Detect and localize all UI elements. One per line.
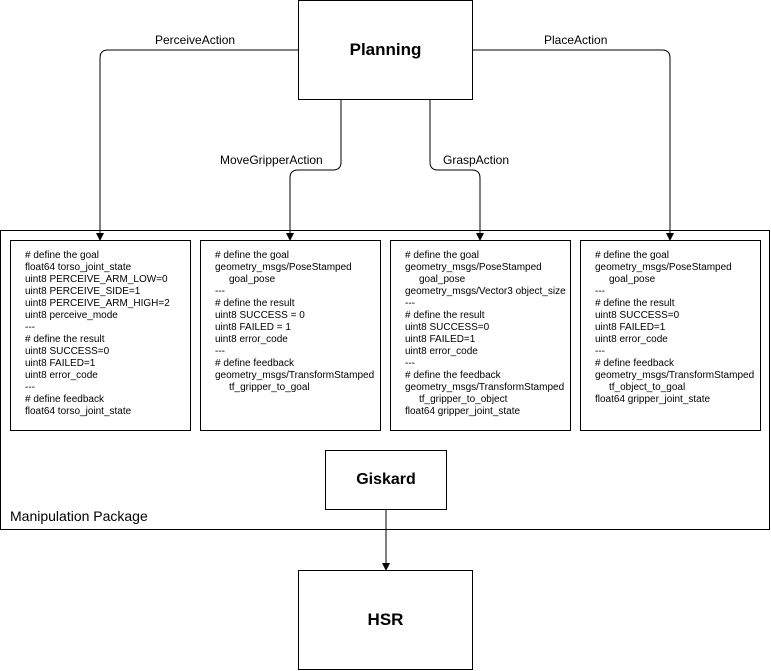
- definition-line: # define the result: [215, 298, 295, 309]
- definition-line: uint8 perceive_mode: [25, 310, 118, 321]
- definition-line: ---: [405, 298, 415, 309]
- definition-line: uint8 FAILED=1: [595, 322, 666, 333]
- definition-line: uint8 PERCEIVE_ARM_HIGH=2: [25, 298, 170, 309]
- definition-line: uint8 FAILED=1: [25, 358, 96, 369]
- planning-node: Planning: [298, 0, 473, 100]
- place-action-label: PlaceAction: [542, 33, 610, 47]
- definition-line: # define the goal: [405, 250, 479, 261]
- definition-line: float64 gripper_joint_state: [595, 394, 711, 405]
- definition-line: uint8 FAILED=1: [405, 334, 476, 345]
- grasp-action-edge: [426, 93, 484, 241]
- definition-line: goal_pose: [609, 274, 656, 285]
- definition-line: geometry_msgs/TransformStamped: [405, 382, 565, 393]
- move-gripper-action-label: MoveGripperAction: [218, 153, 325, 167]
- definition-line: uint8 SUCCESS = 0: [215, 310, 305, 321]
- definition-line: # define feedback: [215, 358, 294, 369]
- definition-line: ---: [595, 286, 605, 297]
- definition-line: float64 gripper_joint_state: [405, 406, 521, 417]
- definition-line: uint8 error_code: [25, 370, 98, 381]
- definition-line: goal_pose: [229, 274, 276, 285]
- definition-line: uint8 SUCCESS=0: [405, 322, 490, 333]
- definition-line: geometry_msgs/PoseStamped: [215, 262, 352, 273]
- grasp-action-label: GraspAction: [441, 153, 512, 167]
- perceive-action-edge: [96, 46, 305, 241]
- manipulation-package-label: Manipulation Package: [10, 508, 148, 524]
- definition-line: uint8 SUCCESS=0: [595, 310, 680, 321]
- definition-line: geometry_msgs/TransformStamped: [215, 370, 375, 381]
- definition-line: # define the goal: [595, 250, 669, 261]
- definition-line: tf_object_to_goal: [609, 382, 686, 393]
- definition-line: # define feedback: [25, 394, 104, 405]
- definition-line: uint8 error_code: [405, 346, 478, 357]
- definition-line: float64 torso_joint_state: [25, 262, 132, 273]
- perceive-action-label: PerceiveAction: [153, 33, 238, 47]
- definition-line: geometry_msgs/TransformStamped: [595, 370, 755, 381]
- definition-line: # define the goal: [25, 250, 99, 261]
- definition-line: # define feedback: [595, 358, 674, 369]
- definition-line: # define the goal: [215, 250, 289, 261]
- definition-line: ---: [405, 358, 415, 369]
- definition-line: tf_gripper_to_goal: [229, 382, 310, 393]
- definition-line: # define the result: [25, 334, 105, 345]
- definition-line: uint8 error_code: [595, 334, 668, 345]
- definition-line: ---: [25, 382, 35, 393]
- definition-line: ---: [25, 322, 35, 333]
- definition-line: uint8 PERCEIVE_SIDE=1: [25, 286, 141, 297]
- definition-line: float64 torso_joint_state: [25, 406, 132, 417]
- giskard-label: Giskard: [356, 471, 416, 488]
- definition-line: ---: [595, 346, 605, 357]
- hsr-label: HSR: [367, 610, 404, 629]
- definition-line: ---: [215, 286, 225, 297]
- giskard-node: Giskard: [325, 450, 447, 510]
- definition-line: geometry_msgs/PoseStamped: [405, 262, 542, 273]
- definition-line: uint8 error_code: [215, 334, 288, 345]
- definition-line: uint8 PERCEIVE_ARM_LOW=0: [25, 274, 168, 285]
- manipulation-package-container: [0, 230, 770, 530]
- definition-line: ---: [215, 346, 225, 357]
- definition-line: geometry_msgs/Vector3 object_size: [405, 286, 566, 297]
- definition-line: geometry_msgs/PoseStamped: [595, 262, 732, 273]
- definition-line: tf_gripper_to_object: [419, 394, 508, 405]
- hsr-node: HSR: [298, 570, 473, 670]
- definition-line: # define the feedback: [405, 370, 501, 381]
- definition-line: # define the result: [405, 310, 485, 321]
- definition-line: uint8 SUCCESS=0: [25, 346, 110, 357]
- definition-line: goal_pose: [419, 274, 466, 285]
- place-action-edge: [466, 46, 674, 241]
- definition-line: uint8 FAILED = 1: [215, 322, 291, 333]
- definition-line: # define the result: [595, 298, 675, 309]
- planning-label: Planning: [349, 40, 422, 59]
- move-gripper-action-edge: [286, 93, 345, 241]
